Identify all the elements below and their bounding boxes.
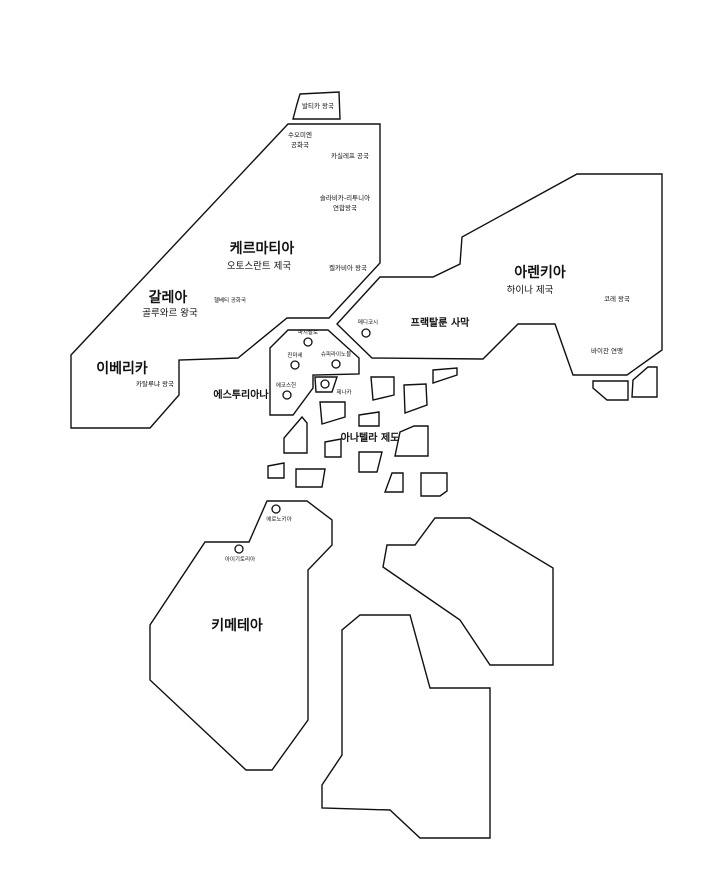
label-pasitalo: 파시탈로 [298,328,318,336]
label-iberika: 이베리카 [96,360,148,377]
kimetea-continent [149,500,333,771]
island [370,376,395,401]
island [358,451,383,473]
city-marker-supiraino[interactable] [331,359,341,369]
island [319,401,346,425]
label-slavika-2: 연합왕국 [333,203,357,212]
label-catalunya: 카탈루냐 왕국 [136,379,174,388]
city-marker-jinmase[interactable] [290,360,300,370]
island [420,472,448,497]
label-esturiana: 에스투리아나 [213,388,269,401]
label-eronokia: 에로노키아 [266,515,291,523]
island [592,380,629,401]
label-baltika: 발티카 왕국 [302,101,334,110]
label-baizan: 바이잔 연맹 [591,346,623,355]
label-galea: 갈레아 [149,289,188,306]
city-marker-eronokia[interactable] [271,504,281,514]
island [295,468,326,488]
island [267,462,285,479]
label-supiraino: 슈피라이노블 [321,350,351,358]
city-marker-medikosi[interactable] [361,328,371,338]
label-aigitoria: 아이기토리아 [225,555,255,563]
island [358,411,380,427]
northern-continent [70,123,381,429]
island [631,366,658,398]
label-ekoshun: 에코스헌 [276,381,296,389]
city-marker-ekoshun[interactable] [282,390,292,400]
label-helvety: 헬베티 공화국 [214,296,246,304]
label-suomien-1: 수오미엔 [288,130,312,139]
island [403,383,428,414]
label-kimetea: 키메테아 [211,617,263,634]
label-fractalun: 프랙탈룬 사막 [411,316,470,329]
label-kelkabia: 켈카비아 왕국 [329,263,367,272]
label-goluwar: 골루와르 왕국 [142,307,198,319]
label-kore: 코레 왕국 [604,294,630,303]
label-slavika-1: 슬라비카-리투니아 [320,193,370,202]
label-medikosi: 메디코시 [358,318,378,326]
label-kermatia: 케르마티아 [230,240,295,257]
island [324,438,342,458]
esturiana-region [269,329,360,416]
city-marker-pasitalo[interactable] [303,337,313,347]
southeast-island [382,517,554,666]
island [383,472,404,493]
label-haina: 하이나 제국 [507,284,554,296]
city-marker-aigitoria[interactable] [234,544,244,554]
city-marker-zhenaka[interactable] [320,379,330,389]
label-jinmase: 진마세 [287,351,302,359]
label-kasilef: 카실레프 공국 [331,151,369,160]
label-suomien-2: 공화국 [291,141,309,149]
label-zhenaka: 제나카 [336,388,351,396]
baltika-island [292,91,341,120]
south-island [321,614,491,839]
label-arenkia: 아렌키아 [514,264,566,281]
island [283,415,308,454]
arenkia-continent [336,173,663,376]
island [432,367,458,384]
label-ostland: 오토스란트 제국 [227,260,291,272]
label-anatella: 아나텔라 제도 [341,431,400,444]
island [394,425,429,457]
